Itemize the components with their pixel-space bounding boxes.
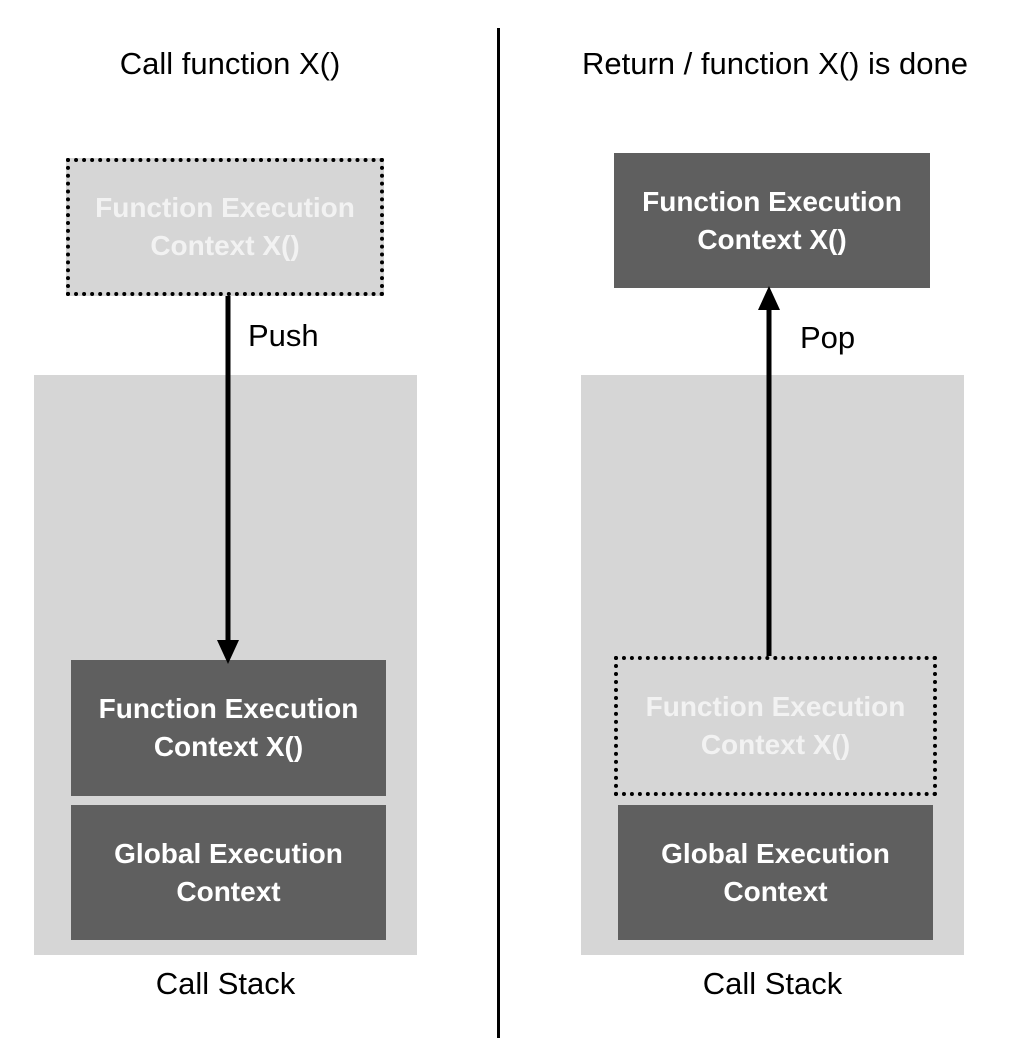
pop-arrowhead-icon [758,286,780,310]
left-global-context-line1: Global Execution [114,837,343,869]
left-heading: Call function X() [119,46,341,81]
pushed-function-context-line2: Context X() [153,731,304,762]
right-heading: Return / function X() is done [582,46,968,81]
incoming-function-context: Function Execution Context X() [66,158,384,296]
right-global-context-line1: Global Execution [661,837,890,869]
right-stack-caption: Call Stack [702,966,843,1001]
push-arrowhead-icon [217,640,239,664]
popped-function-context-line2: Context X() [697,223,847,255]
pushed-function-context: Function Execution Context X() [71,660,386,796]
right-global-context: Global Execution Context [618,805,933,940]
panel-divider [497,28,500,1038]
removed-function-context-line1: Function Execution [645,691,906,722]
removed-function-context-line2: Context X() [700,729,851,760]
left-global-context-line2: Context [176,875,281,907]
right-global-context-line2: Context [723,875,828,907]
incoming-function-context-line1: Function Execution [95,192,355,223]
pop-label: Pop [800,320,856,355]
popped-function-context: Function Execution Context X() [614,153,930,288]
push-label: Push [248,318,319,353]
left-global-context: Global Execution Context [71,805,386,940]
removed-function-context: Function Execution Context X() [614,656,937,796]
popped-function-context-line1: Function Execution [642,185,902,217]
left-stack-caption: Call Stack [155,966,296,1001]
pushed-function-context-line1: Function Execution [98,693,359,724]
incoming-function-context-line2: Context X() [150,230,300,261]
